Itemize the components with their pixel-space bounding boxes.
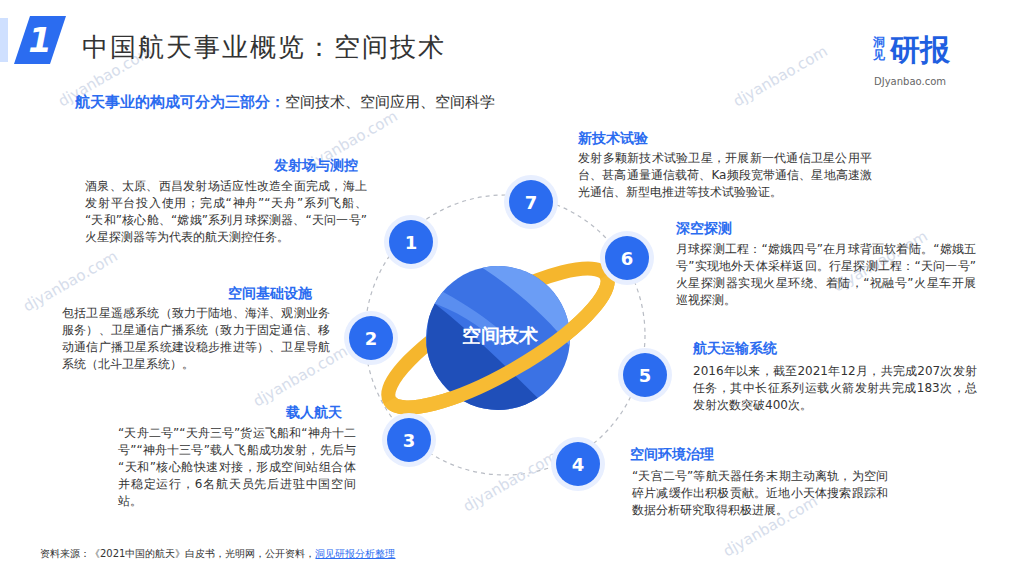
callout-number: 3 — [387, 418, 431, 462]
node-text: 空间技术 — [462, 323, 538, 349]
callout-number: 7 — [509, 180, 553, 224]
watermark: djyanbao.com — [730, 42, 831, 110]
subtitle-lead: 航天事业的构成可分为三部分： — [75, 93, 285, 112]
core-planet: 空间技术 — [458, 321, 542, 351]
item-heading: 深空探测 — [676, 220, 732, 238]
item-heading: 载人航天 — [286, 404, 342, 422]
logo-mark: 洞见 — [873, 36, 885, 62]
item-body: 发射多颗新技术试验卫星，开展新一代通信卫星公用平台、甚高通量通信载荷、Ka频段宽… — [578, 150, 872, 201]
ring-front — [390, 276, 624, 431]
item-body: 月球探测工程：“嫦娥四号”在月球背面软着陆。“嫦娥五号”实现地外天体采样返回。行… — [676, 241, 976, 309]
item-body: 酒泉、太原、西昌发射场适应性改造全面完成，海上发射平台投入使用；完成“神舟”“天… — [85, 178, 367, 246]
callout-number: 6 — [605, 236, 649, 280]
source-link: 洞见研报分析整理 — [315, 547, 395, 561]
subtitle-text: 空间技术、空间应用、空间科学 — [285, 93, 495, 112]
watermark: djyanbao.com — [460, 447, 561, 515]
orbit-circle — [365, 195, 645, 475]
item-body: 包括卫星遥感系统（致力于陆地、海洋、观测业务服务）、卫星通信广播系统（致力于固定… — [62, 305, 330, 373]
accent-bar — [0, 18, 8, 62]
node-text: 7 — [525, 192, 538, 213]
item-heading: 航天运输系统 — [693, 340, 777, 358]
node-text: 2 — [365, 328, 378, 349]
watermark: djyanbao.com — [720, 492, 821, 560]
source-note: 资料来源：《2021中国的航天》白皮书，光明网，公开资料， — [40, 547, 315, 561]
node-text: 3 — [403, 430, 416, 451]
node-text: 1 — [28, 20, 52, 60]
item-heading: 空间环境治理 — [630, 446, 714, 464]
callout-number: 2 — [349, 316, 393, 360]
node-text: 1 — [405, 232, 418, 253]
node-text: 4 — [572, 454, 585, 475]
logo-url: DJyanbao.com — [874, 76, 946, 87]
item-heading: 空间基础设施 — [228, 285, 312, 303]
node-text: 6 — [621, 248, 634, 269]
callout-number: 5 — [623, 353, 667, 397]
item-body: 2016年以来，截至2021年12月，共完成207次发射任务，其中长征系列运载火… — [693, 363, 977, 414]
item-body: “天宫二号”等航天器任务末期主动离轨，为空间碎片减缓作出积极贡献。近地小天体搜索… — [632, 468, 888, 519]
callout-number: 1 — [389, 220, 433, 264]
ring-back — [372, 245, 624, 431]
title-badge: 1 — [14, 16, 66, 64]
callout-number: 4 — [556, 442, 600, 486]
item-heading: 发射场与测控 — [274, 157, 358, 175]
logo-text: 研报 — [890, 30, 950, 71]
page-title: 中国航天事业概览：空间技术 — [82, 30, 446, 65]
item-heading: 新技术试验 — [578, 130, 648, 148]
item-body: “天舟二号”“天舟三号”货运飞船和“神舟十二号”“神舟十三号”载人飞船成功发射，… — [118, 425, 356, 510]
watermark: djyanbao.com — [20, 247, 121, 315]
node-text: 5 — [639, 365, 652, 386]
